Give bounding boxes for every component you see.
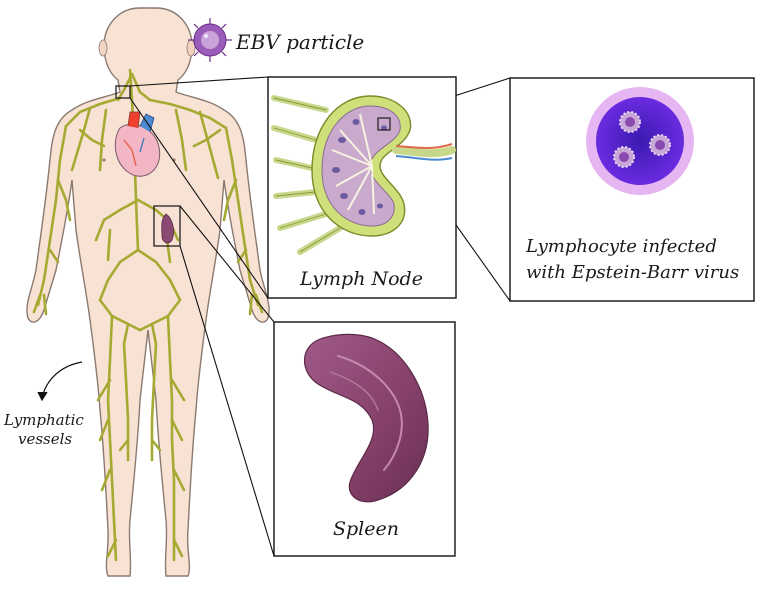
spleen-highlight [153,205,181,247]
lymphatic-vessels [32,68,264,562]
body-silhouette [26,7,270,577]
ear [98,39,108,57]
spleen-panel [273,321,456,557]
vessels-arrow [37,361,83,402]
lymphocyte-nucleus [596,97,684,185]
lymphocyte-label-line1: Lymphocyte infected [526,236,717,257]
lymph-node-highlight [115,85,131,99]
ebv-particle-icon [188,18,232,62]
lymphatic-vessels-label-line1: Lymphatic [4,411,84,429]
virus-in-cell-icon [649,134,671,156]
virus-in-cell-icon [619,111,641,133]
lymphocyte-panel [509,77,755,302]
lymphocyte-label-line2: with Epstein-Barr virus [526,262,740,283]
lymphocyte-highlight [377,117,391,131]
lymphatic-vessels-label-line2: vessels [18,430,73,448]
body-spleen [161,213,174,244]
lymph-node-label: Lymph Node [300,268,423,290]
ebv-particle-label: EBV particle [236,30,365,54]
lymph-node-panel [267,76,457,299]
nipple [102,158,106,162]
spleen-shape [304,333,429,503]
human-body [26,7,270,577]
spleen-label: Spleen [333,518,399,540]
virus-in-cell-icon [613,146,635,168]
